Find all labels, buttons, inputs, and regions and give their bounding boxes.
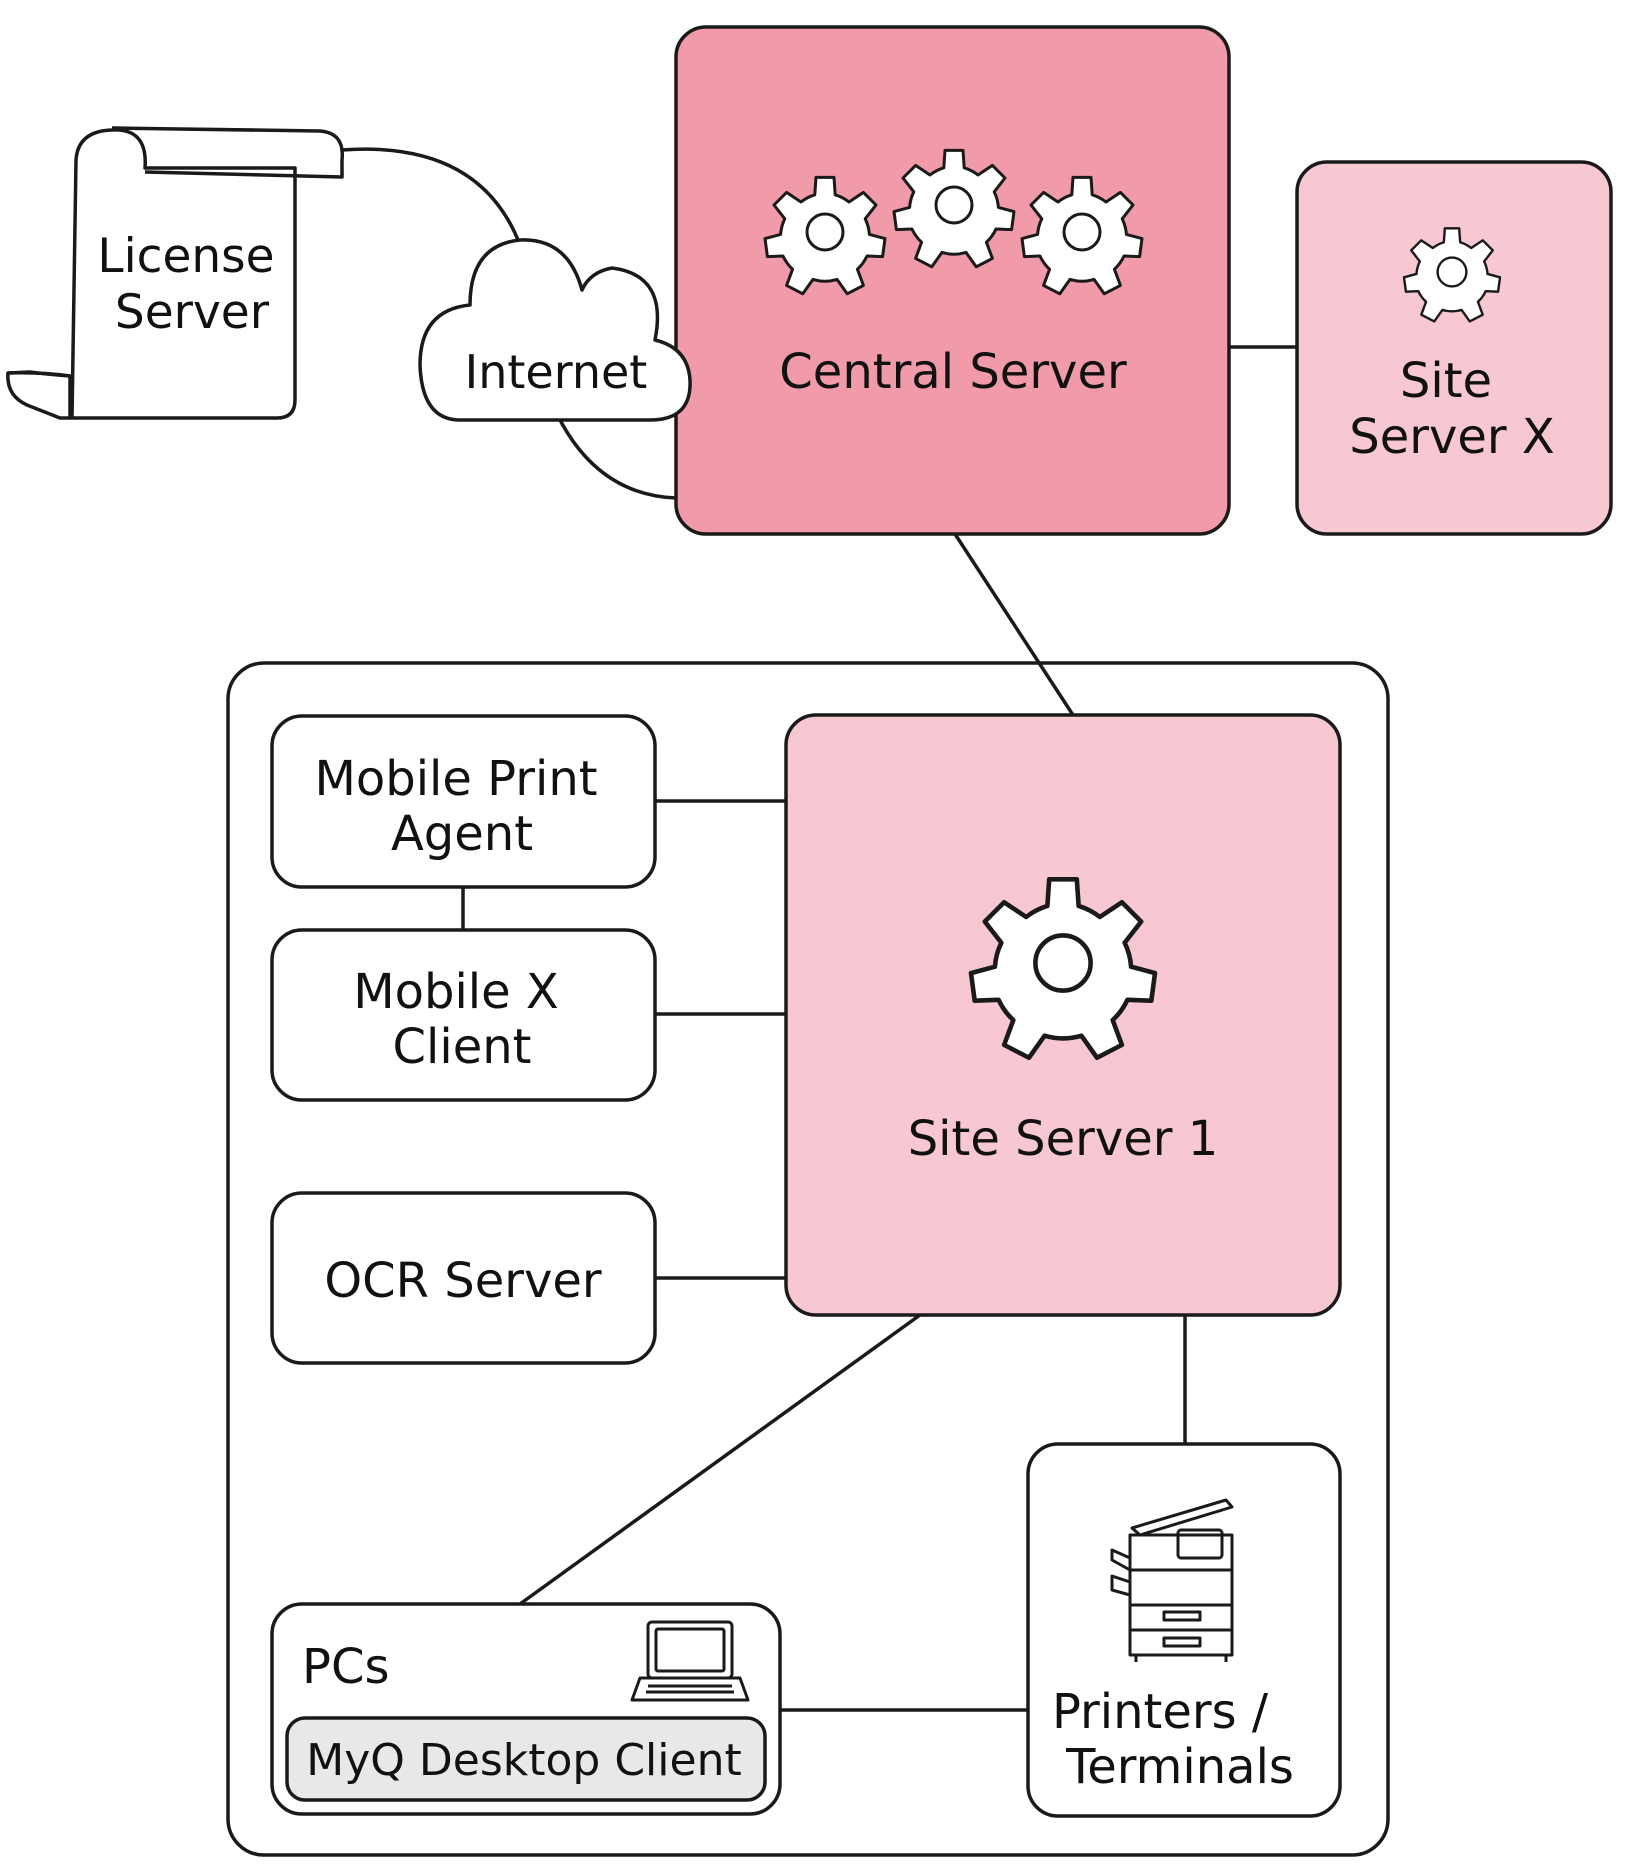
printers-terminals: Printers / Terminals (1026, 1442, 1342, 1818)
central-server-box (674, 25, 1231, 536)
edge-site1-pcs (518, 1313, 922, 1606)
connectors (340, 147, 1299, 1712)
internet-label: Internet (465, 345, 648, 399)
internet: Internet (418, 238, 692, 422)
printers-line1: Printers / (1052, 1684, 1269, 1740)
license-server-line2: Server (115, 285, 270, 340)
edge-license-internet (340, 147, 522, 247)
mobile-x-client-line1: Mobile X (353, 964, 559, 1020)
printers-line2: Terminals (1065, 1739, 1294, 1795)
site-server-1: Site Server 1 (784, 713, 1342, 1317)
site-server-x-line1: Site (1400, 353, 1492, 409)
myq-desktop-client-box (285, 1716, 767, 1802)
ocr-server: OCR Server (270, 1191, 657, 1365)
mobile-print-agent: Mobile Print Agent (270, 714, 657, 889)
license-server-line1: License (97, 229, 274, 284)
site-server-x-line2: Server X (1349, 409, 1555, 465)
mobile-print-agent-box (270, 714, 657, 889)
central-server: Central Server (674, 25, 1231, 536)
laptop-icon (630, 1620, 750, 1702)
edge-internet-central (558, 418, 678, 500)
edge-central-site1 (953, 532, 1075, 717)
central-server-label: Central Server (779, 344, 1127, 400)
printer-icon (1110, 1498, 1234, 1662)
pcs-label: PCs (302, 1639, 389, 1695)
site-server-x: Site Server X (1295, 160, 1613, 536)
mobile-print-agent-line2: Agent (391, 806, 533, 862)
mobile-x-client: Mobile X Client (270, 928, 657, 1102)
mobile-x-client-line2: Client (393, 1019, 532, 1075)
site-container (226, 661, 1390, 1857)
site-server-1-label: Site Server 1 (908, 1111, 1219, 1167)
mobile-print-agent-line1: Mobile Print (314, 751, 597, 807)
mobile-x-client-box (270, 928, 657, 1102)
cloud-icon (418, 238, 692, 422)
pcs: PCs MyQ Desktop Client (270, 1602, 782, 1816)
myq-desktop-client-label: MyQ Desktop Client (306, 1735, 741, 1786)
site-server-x-box (1295, 160, 1613, 536)
ocr-server-label: OCR Server (324, 1253, 602, 1309)
ocr-server-box (270, 1191, 657, 1365)
license-server: License Server (6, 126, 345, 420)
